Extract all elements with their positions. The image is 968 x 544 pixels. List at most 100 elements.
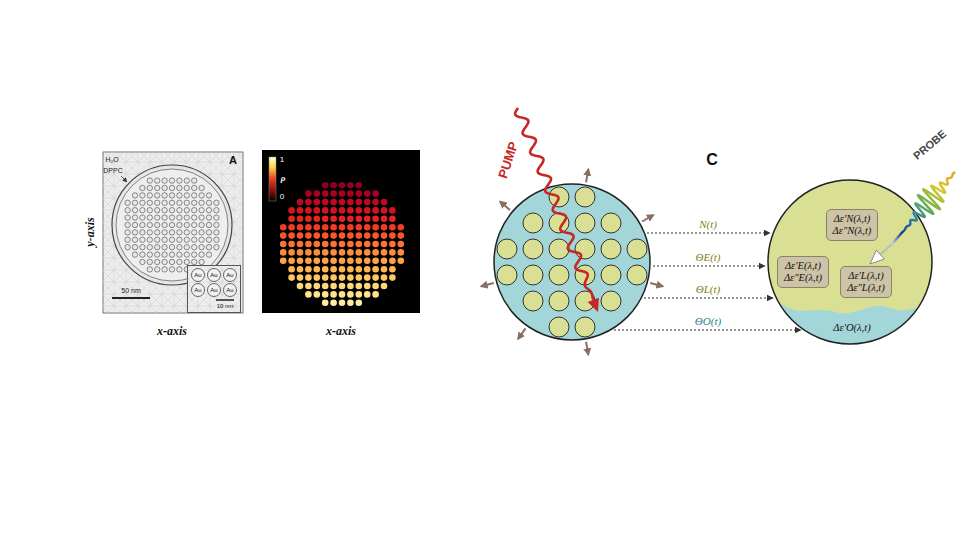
density-dot [322, 266, 329, 273]
density-dot [297, 232, 304, 239]
gold-particle [192, 245, 197, 250]
density-dot [356, 258, 363, 265]
gold-particle [206, 252, 211, 257]
density-dot [364, 283, 371, 290]
density-dot [398, 249, 405, 256]
density-dot [347, 283, 354, 290]
density-dot [322, 241, 329, 248]
density-dot [372, 199, 379, 206]
heat-arrow [642, 215, 653, 222]
density-dot [314, 274, 321, 281]
density-dot [305, 291, 312, 298]
density-dot [356, 232, 363, 239]
panel-b-ground [262, 150, 420, 313]
density-dot [347, 249, 354, 256]
density-dot [339, 207, 346, 214]
gold-particle [199, 245, 204, 250]
density-dot [280, 241, 287, 248]
gold-particle [214, 215, 219, 220]
density-dot [314, 241, 321, 248]
particle [575, 213, 595, 233]
density-dot [372, 274, 379, 281]
gold-particle [177, 252, 182, 257]
density-dot [347, 274, 354, 281]
density-dot [389, 266, 396, 273]
density-dot [305, 190, 312, 197]
particle [601, 239, 621, 259]
density-dot [297, 266, 304, 273]
density-dot [330, 224, 337, 231]
density-dot [381, 283, 388, 290]
gold-particle [192, 252, 197, 257]
gold-particle [132, 193, 137, 198]
density-dot [330, 241, 337, 248]
density-dot [356, 182, 363, 189]
density-dot [364, 241, 371, 248]
colorbar-tick: 0 [280, 193, 284, 201]
dotted-arrow [647, 232, 770, 233]
medium-label: H₂O [105, 156, 118, 163]
density-dot [347, 300, 354, 307]
gold-particle [177, 200, 182, 205]
gold-particle [169, 208, 174, 213]
gold-particle [206, 208, 211, 213]
gold-particle [214, 230, 219, 235]
density-dot [372, 216, 379, 223]
permittivity-term: Δε″L(λ,t) [847, 282, 885, 294]
gold-particle [125, 237, 130, 242]
density-dot [381, 241, 388, 248]
permittivity-term: Δε″E(λ,t) [784, 272, 822, 284]
heat-arrow [650, 283, 663, 286]
particle [523, 265, 543, 285]
density-dot [381, 232, 388, 239]
gold-particle [162, 185, 167, 190]
density-dot [305, 241, 312, 248]
gold-particle [184, 237, 189, 242]
particle-label: Au [194, 287, 201, 294]
gold-particle [177, 237, 182, 242]
gold-particle [169, 245, 174, 250]
density-dot [389, 207, 396, 214]
dotted-arrow [644, 297, 773, 298]
gold-particle [155, 185, 160, 190]
density-dot [280, 258, 287, 265]
density-dot-array [280, 182, 404, 306]
gold-particle [140, 237, 145, 242]
heat-flow-arrows [481, 169, 663, 354]
density-dot [381, 274, 388, 281]
gold-particle [199, 259, 204, 264]
gold-particle [206, 245, 211, 250]
density-dot [305, 249, 312, 256]
gold-particle [192, 237, 197, 242]
density-dot [347, 291, 354, 298]
gold-particle [214, 222, 219, 227]
particle [549, 239, 569, 259]
density-dot [356, 300, 363, 307]
gold-particle [162, 259, 167, 264]
gold-particle [169, 193, 174, 198]
density-dot [339, 283, 346, 290]
heat-arrow [586, 342, 588, 355]
gold-particle-circle: Au [191, 268, 205, 282]
density-dot [389, 249, 396, 256]
density-dot [330, 283, 337, 290]
density-dot [347, 266, 354, 273]
gold-particle [169, 237, 174, 242]
particle-outline-circle [224, 269, 237, 282]
density-dot [372, 266, 379, 273]
density-dot [297, 207, 304, 214]
density-dot [322, 291, 329, 298]
density-dot [381, 266, 388, 273]
gold-particle [132, 237, 137, 242]
density-dot [364, 266, 371, 273]
particle [627, 265, 647, 285]
gold-particle [155, 178, 160, 183]
gold-particle [162, 230, 167, 235]
density-dot [372, 241, 379, 248]
density-dot [347, 258, 354, 265]
gold-particle [147, 208, 152, 213]
density-dot [330, 258, 337, 265]
density-dot [280, 232, 287, 239]
gold-particle [132, 215, 137, 220]
particle-outline-circle [208, 284, 221, 297]
